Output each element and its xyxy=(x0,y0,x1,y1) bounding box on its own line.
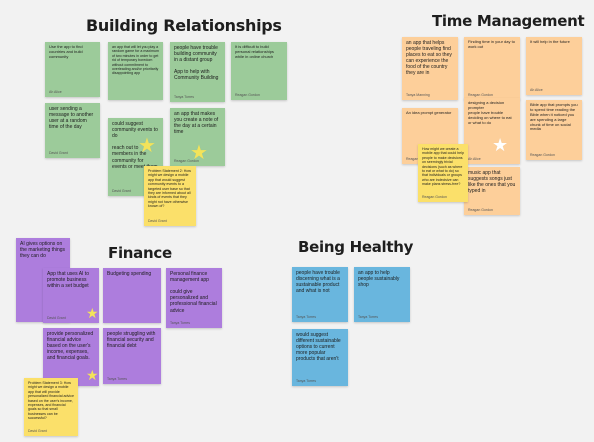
section-title-finance: Finance xyxy=(108,244,172,262)
note-author: David Grant xyxy=(148,218,167,223)
note-text: an app that makes you create a note of t… xyxy=(174,111,219,136)
sticky-note[interactable]: It will help in the future Ah Alice xyxy=(526,37,582,95)
note-text: people have trouble building community i… xyxy=(174,45,218,64)
sticky-note[interactable]: Bible app that prompts you to spend time… xyxy=(526,100,582,160)
note-author: Ah Alice xyxy=(49,89,62,94)
note-text: Problem Statement 3: How might we design… xyxy=(28,381,74,420)
note-text: AI gives options on the marketing things… xyxy=(20,241,66,260)
note-text: people struggling with financial securit… xyxy=(107,331,156,350)
note-author: Tanya Manning xyxy=(406,92,430,97)
note-text: people have trouble discerning what is a… xyxy=(296,270,340,295)
note-text: user sending a message to another user a… xyxy=(49,106,94,131)
note-text: music app that suggests songs just like … xyxy=(468,170,516,195)
note-author: Tanya Torres xyxy=(174,94,194,99)
sticky-note[interactable]: people have trouble discerning what is a… xyxy=(292,267,348,322)
note-author: Reagan Gordon xyxy=(530,152,555,157)
sticky-note[interactable]: an app that makes you create a note of t… xyxy=(170,108,225,166)
note-author: David Grant xyxy=(28,428,47,433)
note-author: Reagan Gordon xyxy=(174,158,199,163)
star-icon: ★ xyxy=(86,367,99,383)
note-text: an app to help people sustainably shop xyxy=(358,270,400,289)
sticky-note[interactable]: an app to help people sustainably shop T… xyxy=(354,267,410,322)
sticky-note[interactable]: provide personalized financial advice ba… xyxy=(43,328,99,386)
note-text: an app that will let you play a random g… xyxy=(112,45,159,76)
note-text: It is difficult to build personal relati… xyxy=(235,44,274,59)
note-text: Use the app to find countries and build … xyxy=(49,44,83,59)
note-text: Budgeting spending xyxy=(107,271,152,277)
note-text: It will help in the future xyxy=(530,39,570,44)
note-author: Ah Alice xyxy=(468,156,481,161)
sticky-note[interactable]: could suggest community events to do rea… xyxy=(108,118,163,196)
note-text: How might we create a mobile app that co… xyxy=(422,147,464,186)
note-text: Bible app that prompts you to spend time… xyxy=(530,102,578,132)
sticky-note[interactable]: Use the app to find countries and build … xyxy=(45,42,100,97)
sticky-note[interactable]: would suggest different sustainable opti… xyxy=(292,329,348,386)
sticky-note[interactable]: an app that will let you play a random g… xyxy=(108,42,163,100)
note-text: provide personalized financial advice ba… xyxy=(47,331,94,362)
star-icon: ★ xyxy=(492,135,509,155)
sticky-note[interactable]: designing a decision prompter people hav… xyxy=(464,98,520,164)
note-author: Ah Alice xyxy=(530,87,543,92)
note-author: Tanya Torres xyxy=(296,314,316,319)
section-title-being-healthy: Being Healthy xyxy=(298,238,414,256)
note-author: Reagan Gordon xyxy=(468,92,493,97)
sticky-note[interactable]: How might we create a mobile app that co… xyxy=(418,144,468,202)
note-author: Tanya Torres xyxy=(107,376,127,381)
note-text: would suggest different sustainable opti… xyxy=(296,332,341,363)
sticky-note[interactable]: It is difficult to build personal relati… xyxy=(231,42,287,100)
note-text: App that uses AI to promote business wit… xyxy=(47,271,89,290)
sticky-note[interactable]: user sending a message to another user a… xyxy=(45,103,100,158)
sticky-note[interactable]: music app that suggests songs just like … xyxy=(464,167,520,215)
star-icon: ★ xyxy=(138,135,156,157)
note-text: An idea prompt generator xyxy=(406,110,452,115)
note-author: Reagan Gordon xyxy=(422,194,447,199)
note-author: Tanya Torres xyxy=(170,320,190,325)
note-text: an app that helps people traveling find … xyxy=(406,40,452,77)
sticky-note[interactable]: App that uses AI to promote business wit… xyxy=(43,268,99,323)
sticky-note[interactable]: Finding time in your day to work out Rea… xyxy=(464,37,520,100)
star-icon: ★ xyxy=(86,305,99,321)
section-title-time-management: Time Management xyxy=(432,12,585,30)
sticky-note[interactable]: Personal finance management app could gi… xyxy=(166,268,222,328)
sticky-note[interactable]: an app that helps people traveling find … xyxy=(402,37,458,100)
note-author: David Grant xyxy=(112,188,131,193)
sticky-note[interactable]: Problem Statement 3: How might we design… xyxy=(24,378,78,436)
note-text: Finding time in your day to work out xyxy=(468,39,515,49)
sticky-note[interactable]: people struggling with financial securit… xyxy=(103,328,161,384)
note-author: David Grant xyxy=(49,150,68,155)
note-text: Personal finance management app could gi… xyxy=(170,271,217,314)
star-icon: ★ xyxy=(190,142,208,164)
note-author: Reagan Gordon xyxy=(235,92,260,97)
sticky-note[interactable]: Problem Statement 2: How might we design… xyxy=(144,166,196,226)
note-author: David Grant xyxy=(47,315,66,320)
note-author: Reagan Gordon xyxy=(468,207,493,212)
sticky-note[interactable]: people have trouble building community i… xyxy=(170,42,225,102)
note-author: Tanya Torres xyxy=(296,378,316,383)
section-title-building-relationships: Building Relationships xyxy=(86,16,282,35)
sticky-note[interactable]: Budgeting spending xyxy=(103,268,161,323)
note-text: App to help with Community Building xyxy=(174,69,219,82)
note-text: Problem Statement 2: How might we design… xyxy=(148,169,191,208)
note-text: designing a decision prompter people hav… xyxy=(468,100,512,125)
note-author: Tanya Torres xyxy=(358,314,378,319)
